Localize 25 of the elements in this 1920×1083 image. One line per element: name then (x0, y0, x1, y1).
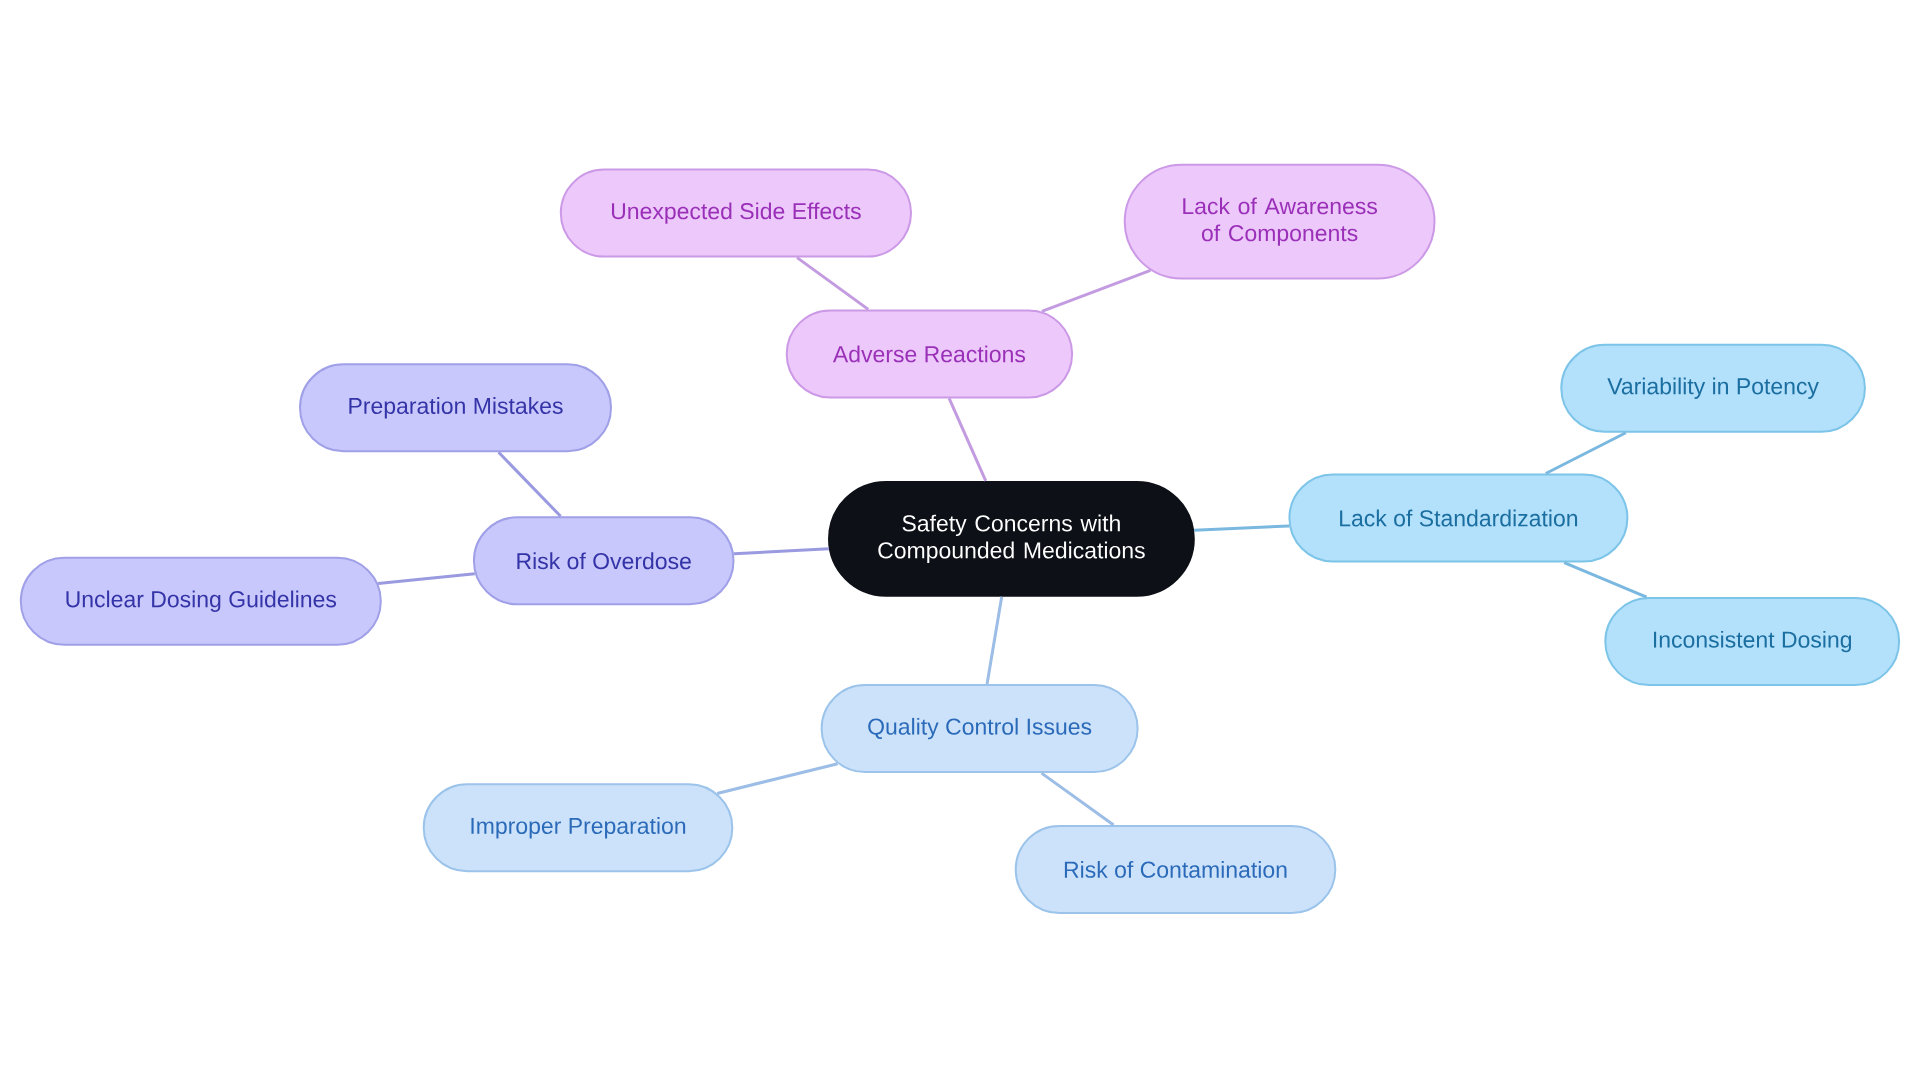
connector-line (1194, 524, 1290, 532)
topic-box: Preparation Mistakes (299, 363, 612, 453)
process-box: Safety Concerns with Compounded Medications (828, 480, 1195, 597)
topic-box: Unexpected Side Effects (559, 168, 912, 258)
topic-box: Risk of Contamination (1014, 824, 1337, 914)
connector-line (377, 572, 475, 585)
topic-box: Unclear Dosing Guidelines (19, 556, 382, 646)
topic-box: Lack of Awareness of Components (1123, 163, 1436, 280)
topic-box: Inconsistent Dosing (1604, 597, 1901, 687)
connector-line (796, 256, 870, 311)
connector-line (716, 762, 839, 795)
topic-box: Risk of Overdose (472, 516, 735, 606)
connector-line (1040, 771, 1115, 827)
connector-line (947, 397, 988, 482)
connector-line (1545, 431, 1627, 475)
connector-line (1041, 269, 1151, 313)
topic-box: Quality Control Issues (820, 684, 1139, 774)
topic-box: Variability in Potency (1560, 343, 1866, 433)
topic-box: Lack of Standardization (1288, 473, 1629, 563)
connector-line (1563, 561, 1648, 599)
topic-box: Adverse Reactions (785, 309, 1074, 399)
connector-line (733, 547, 829, 556)
connector-line (497, 451, 562, 518)
connector-line (985, 596, 1004, 685)
topic-box: Improper Preparation (422, 783, 734, 873)
